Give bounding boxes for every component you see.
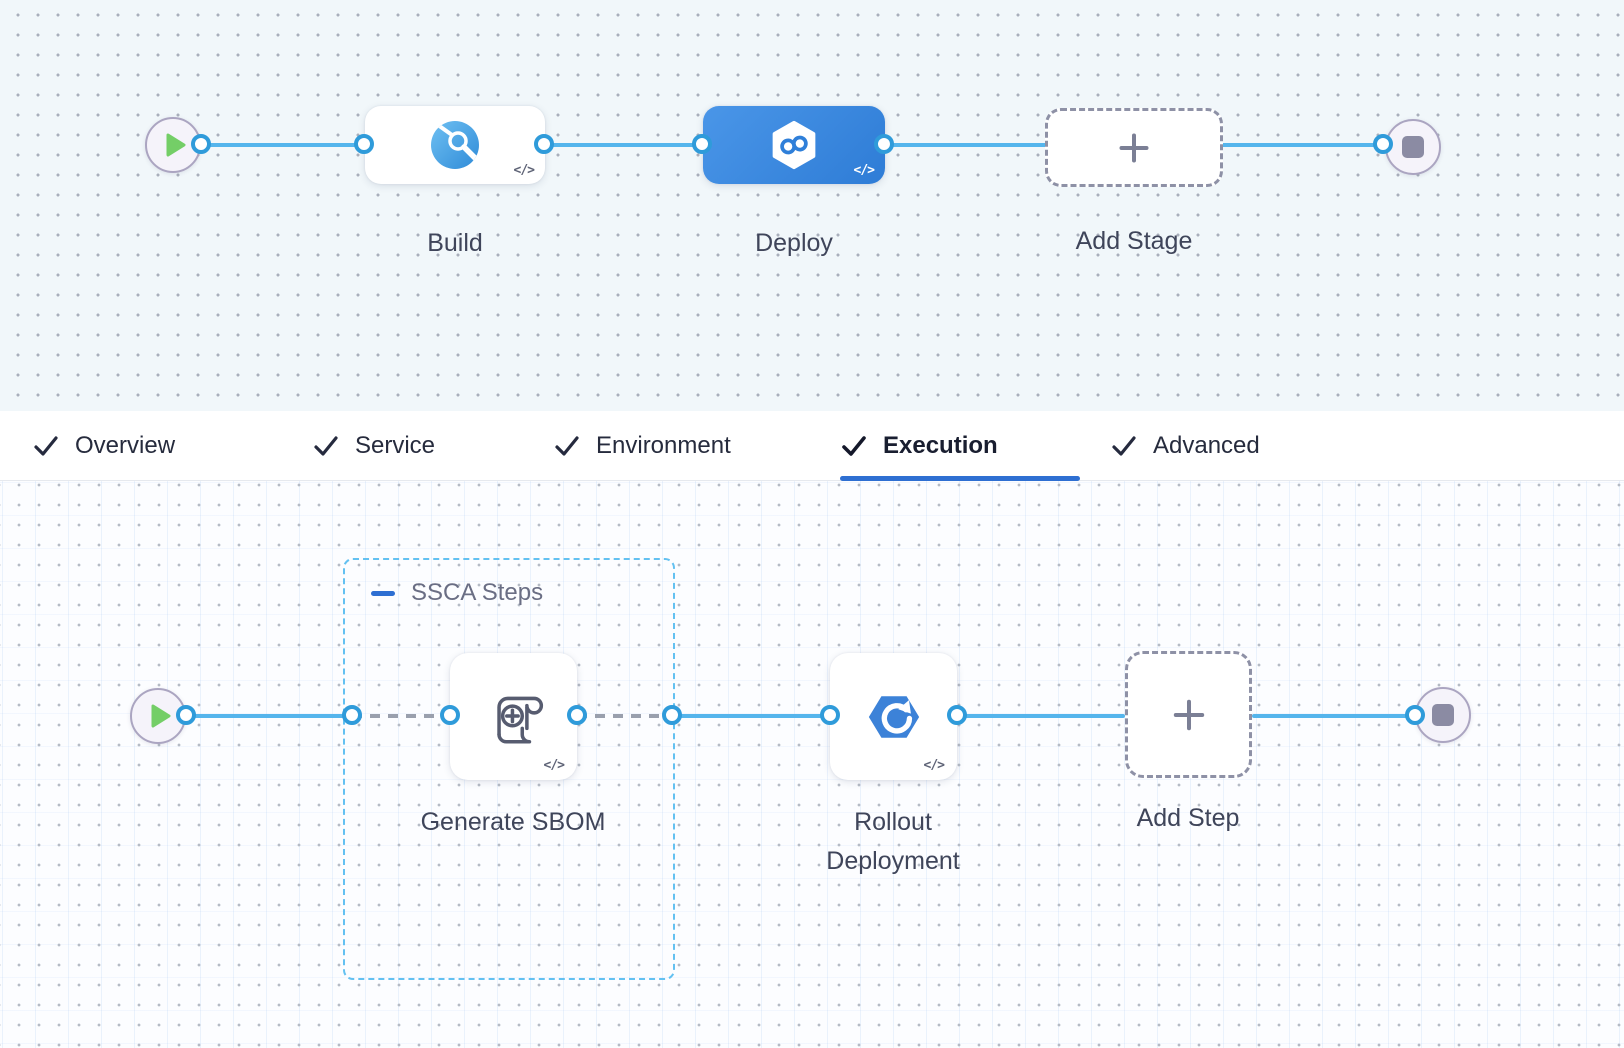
connection-line: [672, 714, 830, 718]
step-group-header: SSCA Steps: [371, 579, 543, 607]
tab-execution[interactable]: Execution: [841, 411, 998, 481]
connection-line-dashed: [352, 714, 450, 718]
connector-point[interactable]: [820, 705, 840, 725]
tab-advanced[interactable]: Advanced: [1111, 411, 1260, 481]
tab-overview[interactable]: Overview: [33, 411, 175, 481]
connector-point[interactable]: [874, 134, 894, 154]
check-icon: [842, 436, 866, 456]
connector-point[interactable]: [176, 705, 196, 725]
stage-label: Deploy: [755, 229, 833, 257]
connector-point[interactable]: [1405, 705, 1425, 725]
tab-service[interactable]: Service: [313, 411, 435, 481]
rollout-deployment-icon: [868, 695, 919, 738]
connector-point[interactable]: [567, 705, 587, 725]
connector-point[interactable]: [662, 705, 682, 725]
sbom-scroll-icon: [496, 696, 543, 744]
check-icon: [1112, 436, 1136, 456]
tab-environment[interactable]: Environment: [554, 411, 731, 481]
tab-label: Environment: [596, 432, 731, 459]
step-label: Rollout Deployment: [826, 808, 960, 875]
connector-point[interactable]: [342, 705, 362, 725]
connector-point[interactable]: [692, 134, 712, 154]
step-node-generate-sbom[interactable]: </>: [450, 653, 577, 780]
stage-node-deploy[interactable]: </>: [703, 106, 885, 184]
plus-icon: [1119, 133, 1149, 162]
play-icon: [166, 133, 185, 157]
code-view-indicator: </>: [513, 163, 536, 178]
stop-icon: [1402, 136, 1424, 158]
connection-line-dashed: [577, 714, 672, 718]
connector-point[interactable]: [191, 134, 211, 154]
stop-icon: [1432, 704, 1454, 726]
connector-point[interactable]: [1373, 134, 1393, 154]
add-step-button[interactable]: [1125, 651, 1252, 778]
pipeline-start-node: [145, 117, 201, 173]
step-label: Add Step: [1136, 804, 1240, 832]
build-ci-icon: [431, 121, 479, 169]
code-view-indicator: </>: [923, 758, 946, 773]
tab-label: Execution: [883, 432, 998, 459]
connection-line: [186, 714, 352, 718]
connector-point[interactable]: [947, 705, 967, 725]
tab-label: Advanced: [1153, 432, 1260, 459]
stage-canvas[interactable]: </> Build </> Deploy Add Stage: [0, 0, 1624, 411]
stage-tab-bar: Overview Service Environment Execution A…: [0, 411, 1624, 481]
plus-icon: [1173, 699, 1204, 730]
pipeline-end-node: [1385, 119, 1441, 175]
execution-end-node: [1415, 687, 1471, 743]
connection-line: [957, 714, 1125, 718]
connector-point[interactable]: [354, 134, 374, 154]
code-view-indicator: </>: [543, 758, 566, 773]
active-tab-underline: [840, 476, 1080, 481]
step-group-label: SSCA Steps: [411, 579, 544, 606]
play-icon: [151, 704, 170, 728]
step-label: Generate SBOM: [420, 808, 606, 836]
step-node-rollout-deployment[interactable]: </>: [830, 653, 957, 780]
connection-line: [545, 143, 703, 147]
deploy-cd-icon: [772, 120, 816, 170]
connection-line: [202, 143, 365, 147]
connector-point[interactable]: [440, 705, 460, 725]
tab-label: Service: [355, 432, 436, 459]
connection-line: [1252, 714, 1415, 718]
code-view-indicator: </>: [853, 163, 876, 178]
stage-node-build[interactable]: </>: [365, 106, 545, 184]
check-icon: [34, 436, 58, 456]
add-stage-button[interactable]: [1045, 108, 1223, 187]
stage-label: Build: [427, 229, 483, 257]
check-icon: [314, 436, 338, 456]
execution-canvas[interactable]: SSCA Steps </> Generate SBOM </> Rol: [0, 481, 1624, 1048]
collapse-group-icon[interactable]: [371, 590, 395, 596]
step-group-ssca: [343, 558, 675, 980]
stage-label: Add Stage: [1075, 227, 1193, 255]
check-icon: [555, 436, 579, 456]
connector-point[interactable]: [534, 134, 554, 154]
tab-label: Overview: [75, 432, 176, 459]
